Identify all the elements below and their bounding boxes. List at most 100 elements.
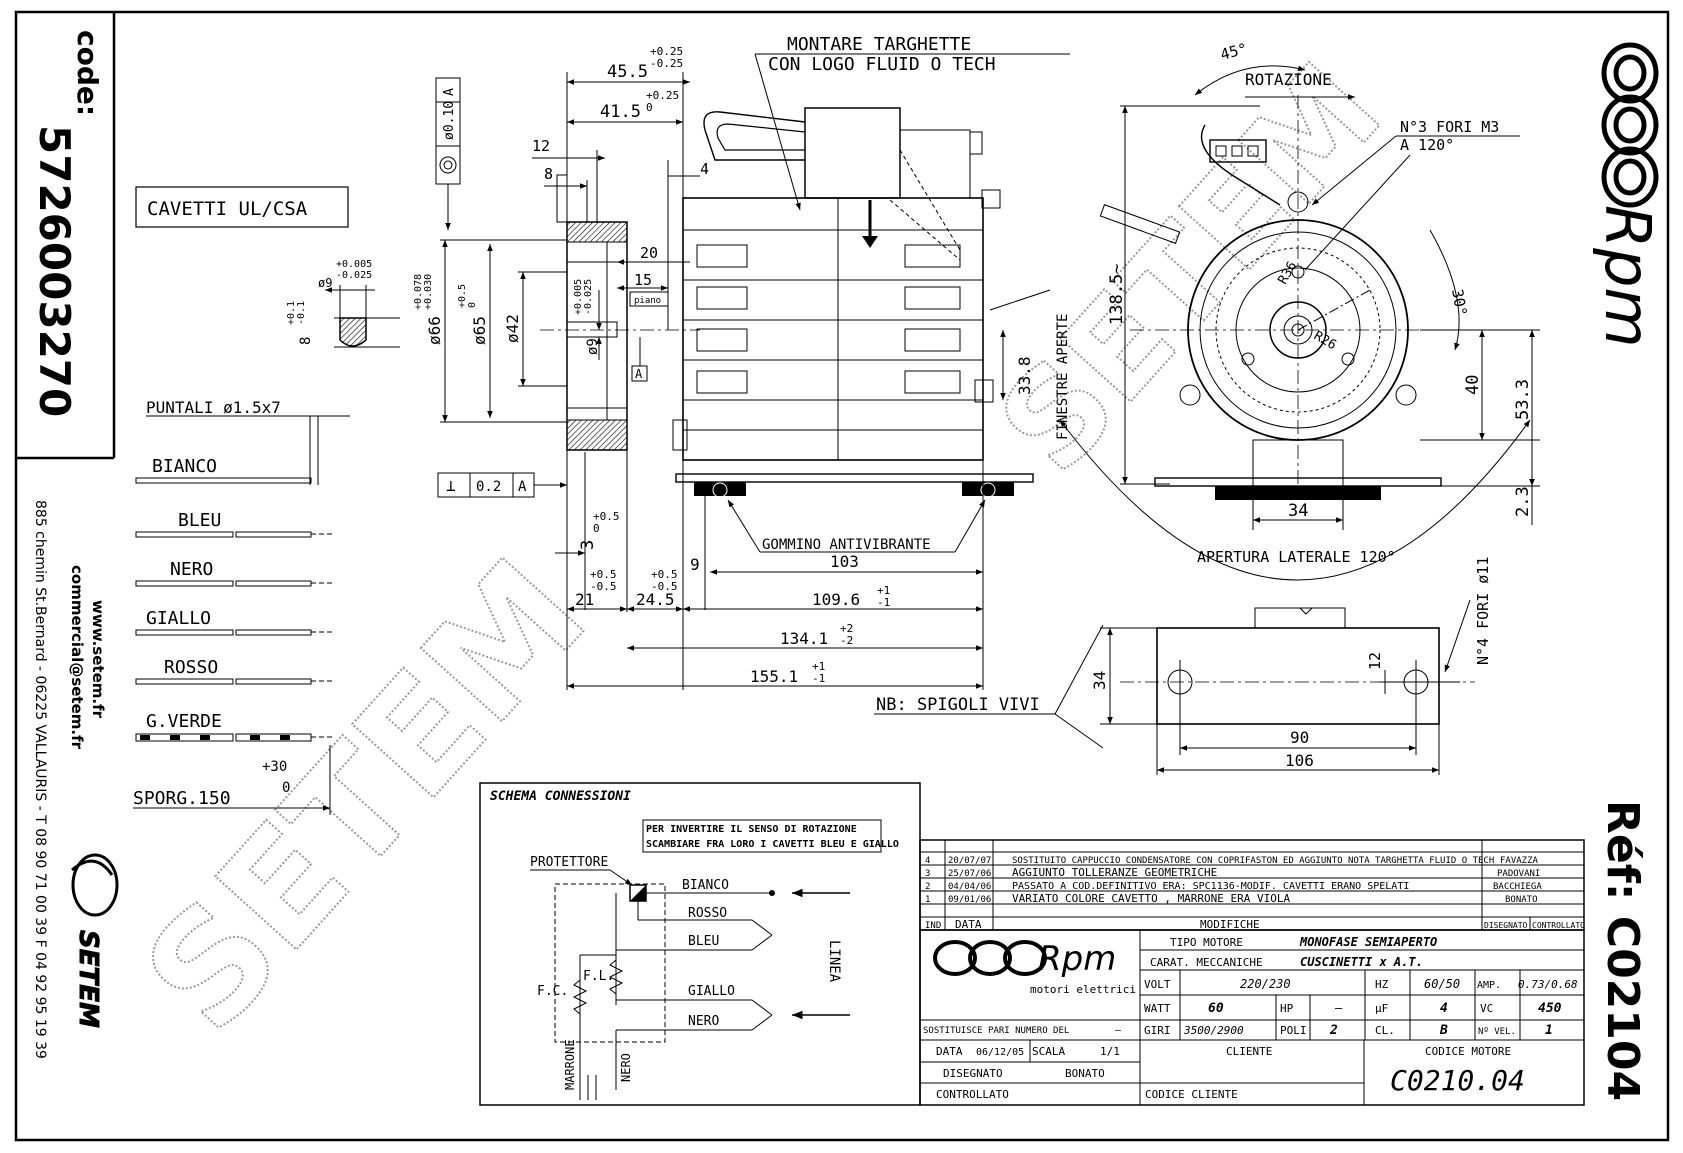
svg-text:-0.1: -0.1 <box>296 301 307 325</box>
svg-text:60/50: 60/50 <box>1424 977 1460 991</box>
svg-text:ø66: ø66 <box>425 316 444 345</box>
svg-text:06/12/05: 06/12/05 <box>976 1047 1024 1058</box>
svg-text:ø9: ø9 <box>585 338 601 355</box>
svg-text:LINEA: LINEA <box>826 940 842 983</box>
svg-text:A: A <box>518 479 527 495</box>
setem-logo-icon <box>71 853 119 917</box>
svg-text:B: B <box>1439 1023 1448 1038</box>
svg-text:+0.5: +0.5 <box>457 284 468 308</box>
title-block: Rpm motori elettrici TIPO MOTORE MONOFAS… <box>919 929 1585 1106</box>
svg-text:DATA: DATA <box>955 918 982 931</box>
svg-text:CUSCINETTI x A.T.: CUSCINETTI x A.T. <box>1300 955 1423 969</box>
wire-rosso: ROSSO <box>164 657 218 678</box>
svg-text:IND: IND <box>925 921 941 931</box>
svg-text:138.5~: 138.5~ <box>1107 264 1127 325</box>
svg-text:A 120°: A 120° <box>1400 136 1454 154</box>
svg-text:CARAT. MECCANICHE: CARAT. MECCANICHE <box>1150 956 1263 969</box>
svg-text:0: 0 <box>282 780 290 796</box>
coil-logo-icon <box>1601 42 1659 208</box>
svg-text:Rpm: Rpm <box>1038 939 1116 979</box>
svg-text:motori elettrici: motori elettrici <box>1030 983 1136 996</box>
svg-text:VARIATO COLORE CAVETTO , MARRO: VARIATO COLORE CAVETTO , MARRONE ERA VIO… <box>1012 892 1291 905</box>
svg-text:piano: piano <box>634 296 661 306</box>
svg-text:45°: 45° <box>1218 39 1249 63</box>
svg-text:41.5: 41.5 <box>600 102 641 122</box>
svg-text:15: 15 <box>634 271 652 289</box>
svg-text:F.C.: F.C. <box>537 984 568 999</box>
svg-text:A: A <box>442 88 457 96</box>
setem-logo-text: SETEM <box>73 930 103 1028</box>
svg-text:4: 4 <box>700 160 709 178</box>
svg-text:+0.078: +0.078 <box>413 274 424 310</box>
svg-text:ROTAZIONE: ROTAZIONE <box>1245 70 1332 89</box>
svg-text:BACCHIEGA: BACCHIEGA <box>1493 882 1542 892</box>
svg-text:-0.5: -0.5 <box>590 580 617 593</box>
svg-text:+0.030: +0.030 <box>423 274 434 310</box>
svg-text:3: 3 <box>578 540 598 550</box>
side-view: ø0.10 A <box>413 34 1071 690</box>
svg-text:30°: 30° <box>1448 288 1470 318</box>
svg-text:1: 1 <box>925 895 930 905</box>
svg-text:2: 2 <box>1329 1023 1338 1038</box>
front-view: 138.5~ 53.3 40 2.3 34 R36 R26 30° 45° RO… <box>1059 39 1540 581</box>
svg-text:1: 1 <box>1545 1023 1553 1038</box>
svg-text:-0.25: -0.25 <box>650 57 683 70</box>
svg-text:BIANCO: BIANCO <box>682 878 729 893</box>
wire-giallo: GIALLO <box>146 608 211 629</box>
svg-text:-2: -2 <box>840 634 853 647</box>
svg-text:ø9: ø9 <box>318 276 332 290</box>
svg-text:⊥: ⊥ <box>446 476 456 495</box>
svg-text:N°3 FORI M3: N°3 FORI M3 <box>1400 118 1499 136</box>
svg-text:+1: +1 <box>812 660 825 673</box>
svg-text:PROTETTORE: PROTETTORE <box>530 855 608 870</box>
svg-text:220/230: 220/230 <box>1240 977 1291 991</box>
svg-text:ROSSO: ROSSO <box>688 906 727 921</box>
svg-text:0.2: 0.2 <box>476 479 501 495</box>
svg-text:-1: -1 <box>812 672 825 685</box>
svg-text:APERTURA LATERALE 120°: APERTURA LATERALE 120° <box>1197 548 1396 566</box>
svg-text:AGGIUNTO TOLLERANZE GEOMETRICH: AGGIUNTO TOLLERANZE GEOMETRICHE <box>1012 866 1217 879</box>
svg-text:450: 450 <box>1538 1001 1562 1016</box>
svg-text:GIALLO: GIALLO <box>688 984 735 999</box>
svg-text:+30: +30 <box>262 759 287 775</box>
svg-text:40: 40 <box>1463 375 1483 395</box>
wire-bleu: BLEU <box>178 510 221 531</box>
svg-text:CON LOGO FLUID O TECH: CON LOGO FLUID O TECH <box>768 54 996 75</box>
svg-text:WATT: WATT <box>1144 1002 1171 1015</box>
svg-text:POLI: POLI <box>1280 1024 1307 1037</box>
svg-text:+0.5: +0.5 <box>651 568 678 581</box>
svg-text:MONOFASE SEMIAPERTO: MONOFASE SEMIAPERTO <box>1299 935 1437 949</box>
left-strip: code: 5726003270 www.setem.fr commercial… <box>16 12 119 1059</box>
svg-text:µF: µF <box>1375 1002 1388 1015</box>
drawing-border <box>14 10 1670 1142</box>
svg-text:+0.1: +0.1 <box>286 301 297 325</box>
code-label: code: <box>71 30 104 116</box>
svg-text:34: 34 <box>1090 671 1109 690</box>
svg-text:+0.005: +0.005 <box>573 279 584 315</box>
svg-text:109.6: 109.6 <box>812 590 860 609</box>
svg-text:N°4 FORI ø11: N°4 FORI ø11 <box>1474 557 1492 665</box>
svg-text:CL.: CL. <box>1375 1024 1395 1037</box>
modifications-table: 4 20/07/07 SOSTITUITO CAPPUCCIO CONDENSA… <box>919 839 1585 931</box>
svg-text:CONTROLLATO: CONTROLLATO <box>1532 921 1585 930</box>
svg-text:BONATO: BONATO <box>1065 1067 1105 1080</box>
svg-text:MODIFICHE: MODIFICHE <box>1200 918 1260 931</box>
svg-text:-1: -1 <box>877 596 890 609</box>
svg-text:ø65: ø65 <box>470 316 489 345</box>
svg-text:PUNTALI ø1.5x7: PUNTALI ø1.5x7 <box>146 398 281 417</box>
svg-text:0.73/0.68: 0.73/0.68 <box>1518 978 1578 991</box>
svg-text:DATA: DATA <box>936 1045 963 1058</box>
svg-text:R26: R26 <box>1311 328 1339 353</box>
svg-text:SETEM: SETEM <box>970 35 1410 500</box>
cable-box <box>135 186 349 228</box>
ref-code: Réf: C02104 <box>1597 800 1648 1101</box>
svg-text:SCALA: SCALA <box>1032 1045 1065 1058</box>
svg-text:60: 60 <box>1208 1001 1224 1016</box>
svg-text:04/04/06: 04/04/06 <box>948 882 991 892</box>
svg-text:21: 21 <box>575 590 594 609</box>
svg-text:NERO: NERO <box>688 1014 719 1029</box>
svg-text:+0.5: +0.5 <box>593 510 620 523</box>
svg-text:VC: VC <box>1480 1002 1493 1015</box>
svg-text:155.1: 155.1 <box>750 667 798 686</box>
company-web: www.setem.fr <box>89 600 107 719</box>
